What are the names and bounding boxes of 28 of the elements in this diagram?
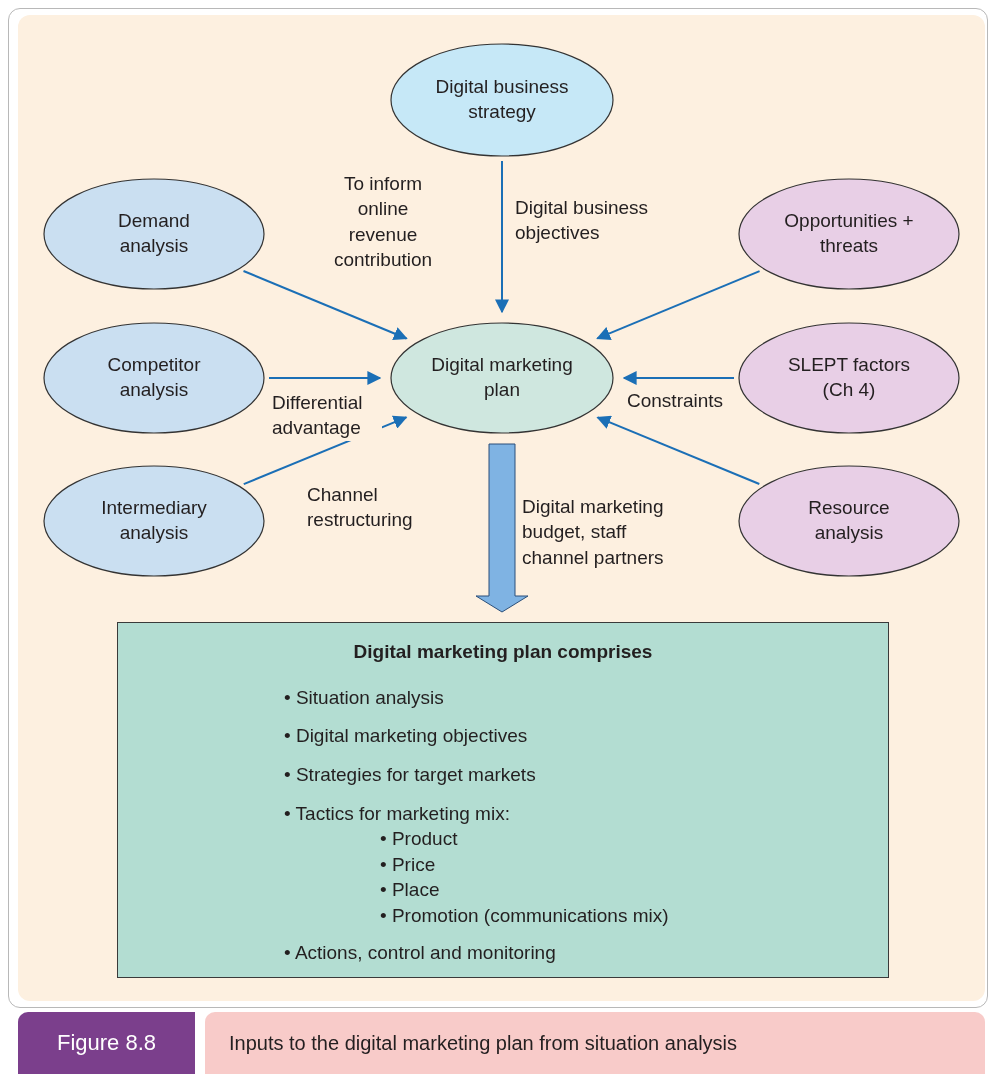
bullet-item: • Place — [380, 879, 440, 901]
bullet-item: • Strategies for target markets — [284, 764, 536, 786]
caption-bar: Inputs to the digital marketing plan from situation analysis — [205, 1012, 985, 1074]
arrow — [268, 371, 382, 385]
bullet-item: • Product — [380, 828, 458, 850]
bullet-item: • Actions, control and monitoring — [284, 942, 556, 964]
bullet-item: • Digital marketing objectives — [284, 725, 528, 747]
ellipse-node: Opportunities + threats — [738, 178, 960, 290]
box-heading: Digital marketing plan comprises — [352, 641, 654, 663]
arrow — [242, 270, 408, 341]
ellipse-node: Digital marketing plan — [390, 322, 614, 434]
arrow — [596, 415, 761, 486]
arrow — [596, 270, 761, 341]
bullet-item: • Tactics for marketing mix: — [284, 803, 510, 825]
arrow — [495, 160, 509, 314]
plan-contents-box — [117, 622, 889, 978]
ellipse-node: Digital business strategy — [390, 43, 614, 157]
bullet-item: • Promotion (communications mix) — [380, 905, 669, 927]
ellipse-node: Competitor analysis — [43, 322, 265, 434]
ellipse-node: Resource analysis — [738, 465, 960, 577]
bullet-item: • Situation analysis — [284, 687, 444, 709]
bullet-item: • Price — [380, 854, 436, 876]
ellipse-node: Intermediary analysis — [43, 465, 265, 577]
ellipse-node: Demand analysis — [43, 178, 265, 290]
arrow — [622, 371, 735, 385]
figure-number-tab: Figure 8.8 — [18, 1012, 195, 1074]
ellipse-node: SLEPT factors (Ch 4) — [738, 322, 960, 434]
block-arrow — [475, 443, 529, 613]
